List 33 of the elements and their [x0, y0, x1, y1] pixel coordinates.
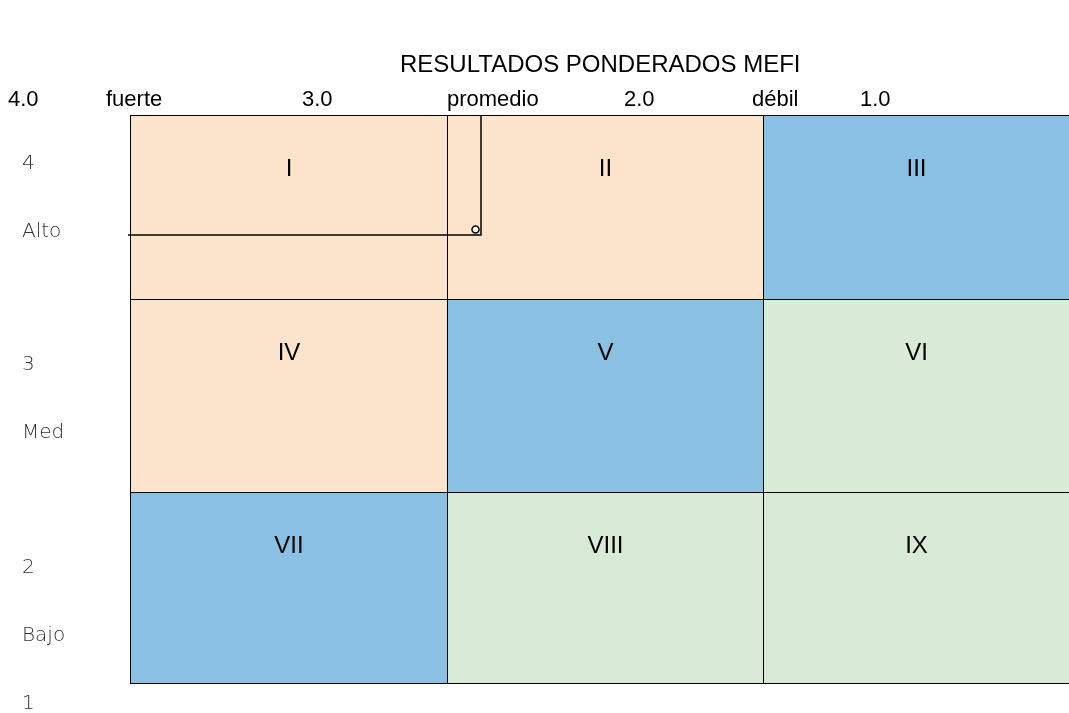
matrix-quadrant — [763, 115, 1069, 300]
chart-title: RESULTADOS PONDERADOS MEFI — [400, 52, 801, 76]
quadrant-number: V — [596, 338, 615, 366]
matrix-quadrant — [130, 115, 448, 300]
quadrant-number: II — [597, 154, 614, 182]
axis-category: débil — [752, 88, 799, 110]
axis-value: 4 — [22, 152, 35, 172]
matrix-quadrant — [447, 299, 764, 493]
matrix-quadrant — [763, 492, 1069, 684]
matrix-quadrant — [763, 299, 1069, 493]
axis-value: 2 — [22, 556, 35, 576]
axis-category: Alto — [22, 220, 62, 240]
axis-value: 1.0 — [860, 88, 891, 110]
quadrant-number: VII — [273, 531, 305, 559]
matrix-quadrant — [447, 492, 764, 684]
axis-category: promedio — [447, 88, 539, 110]
axis-value: 1 — [22, 692, 35, 712]
quadrant-number: VI — [904, 338, 929, 366]
quadrant-number: IV — [276, 338, 302, 366]
axis-category: Bajo — [22, 624, 66, 644]
quadrant-number: I — [284, 154, 294, 182]
axis-value: 3 — [22, 353, 35, 373]
matrix-quadrant — [130, 299, 448, 493]
axis-value: 2.0 — [624, 88, 655, 110]
axis-category: fuerte — [106, 88, 163, 110]
quadrant-number: IX — [904, 531, 929, 559]
matrix-quadrant — [447, 115, 764, 300]
quadrant-number: VIII — [586, 531, 625, 559]
matrix-quadrant — [130, 492, 448, 684]
axis-value: 3.0 — [302, 88, 333, 110]
axis-value: 4.0 — [8, 88, 39, 110]
axis-category: Med — [22, 421, 65, 441]
quadrant-number: III — [905, 154, 928, 182]
